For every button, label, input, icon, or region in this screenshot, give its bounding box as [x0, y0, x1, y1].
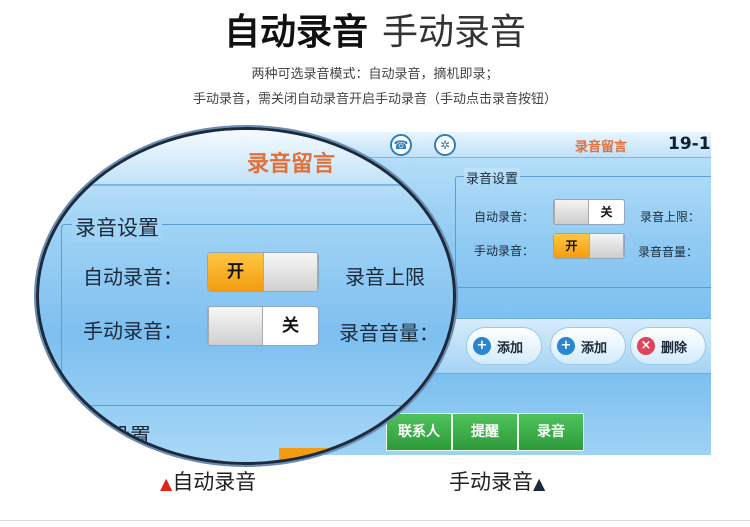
auto-record-toggle[interactable]: 关: [553, 199, 625, 225]
magnifier-manual-record-toggle[interactable]: 关: [207, 306, 319, 346]
magnifier-recording-settings-label: 录音设置: [72, 212, 162, 242]
up-arrow-icon: ▲: [533, 474, 546, 493]
tab-contacts[interactable]: 联系人: [386, 413, 452, 451]
description-line-2: 手动录音，需关闭自动录音开启手动录音（手动点击录音按钮）: [192, 92, 557, 107]
add-button-2[interactable]: + 添加: [550, 327, 626, 365]
plus-icon: +: [557, 337, 575, 355]
magnifier-auto-record-label: 自动录音：: [83, 265, 183, 289]
manual-record-toggle[interactable]: 开: [553, 233, 625, 259]
plus-icon: +: [473, 337, 491, 355]
manual-record-label: 手动录音：: [474, 244, 535, 258]
magnifier-toggle-partial: [279, 448, 349, 462]
recording-settings-group: 录音设置: [455, 168, 711, 288]
title-auto-record: 自动录音: [223, 12, 368, 53]
record-volume-label: 录音音量：: [638, 245, 699, 259]
caption-manual-record: 手动录音▲: [449, 466, 545, 496]
recording-settings-label: 录音设置: [464, 168, 521, 187]
toggle-state-text: 开: [554, 234, 589, 258]
toggle-state-text: 开: [208, 253, 263, 291]
magnifier-record-limit-label: 录音上限: [345, 265, 425, 289]
magnifier-auto-record-toggle[interactable]: 开: [207, 252, 319, 292]
auto-record-magnifier: 录音留言 录音设置 自动录音： 开 录音上限 手动录音： 关 录音音量： 留言设…: [36, 127, 456, 465]
toggle-knob: [554, 200, 589, 224]
auto-record-label: 自动录音：: [474, 210, 535, 224]
caption-auto-text: 自动录音: [172, 470, 257, 494]
toggle-state-text: 关: [282, 316, 299, 336]
magnifier-top-bar: 录音留言: [39, 130, 453, 186]
delete-icon: ×: [637, 337, 655, 355]
toggle-knob: [263, 253, 318, 291]
clock-time: 19-12: [668, 134, 711, 154]
page-title: 自动录音手动录音: [0, 10, 750, 56]
magnifier-record-volume-label: 录音音量：: [339, 321, 439, 345]
tab-recording[interactable]: 录音: [518, 413, 584, 451]
magnifier-window-title: 录音留言: [247, 152, 336, 177]
title-manual-record: 手动录音: [382, 12, 527, 53]
toggle-state-text: 关: [600, 205, 613, 219]
toggle-knob: [589, 234, 624, 258]
bottom-divider: [0, 520, 750, 521]
magnifier-message-settings-label: 留言设置: [67, 424, 151, 448]
delete-button[interactable]: × 删除: [630, 327, 706, 365]
tab-reminder[interactable]: 提醒: [452, 413, 518, 451]
caption-auto-record: ▲自动录音: [160, 466, 256, 496]
caption-manual-text: 手动录音: [449, 470, 533, 494]
magnifier-manual-record-label: 手动录音：: [83, 319, 183, 343]
add-button[interactable]: + 添加: [466, 327, 542, 365]
record-limit-label: 录音上限：: [640, 210, 701, 224]
description-line-1: 两种可选录音模式：自动录音，摘机即录；: [251, 67, 499, 82]
magnifier-recording-settings-group: 录音设置: [61, 212, 453, 406]
up-arrow-icon: ▲: [160, 474, 173, 493]
window-title: 录音留言: [575, 140, 628, 155]
toggle-knob: [208, 307, 263, 345]
